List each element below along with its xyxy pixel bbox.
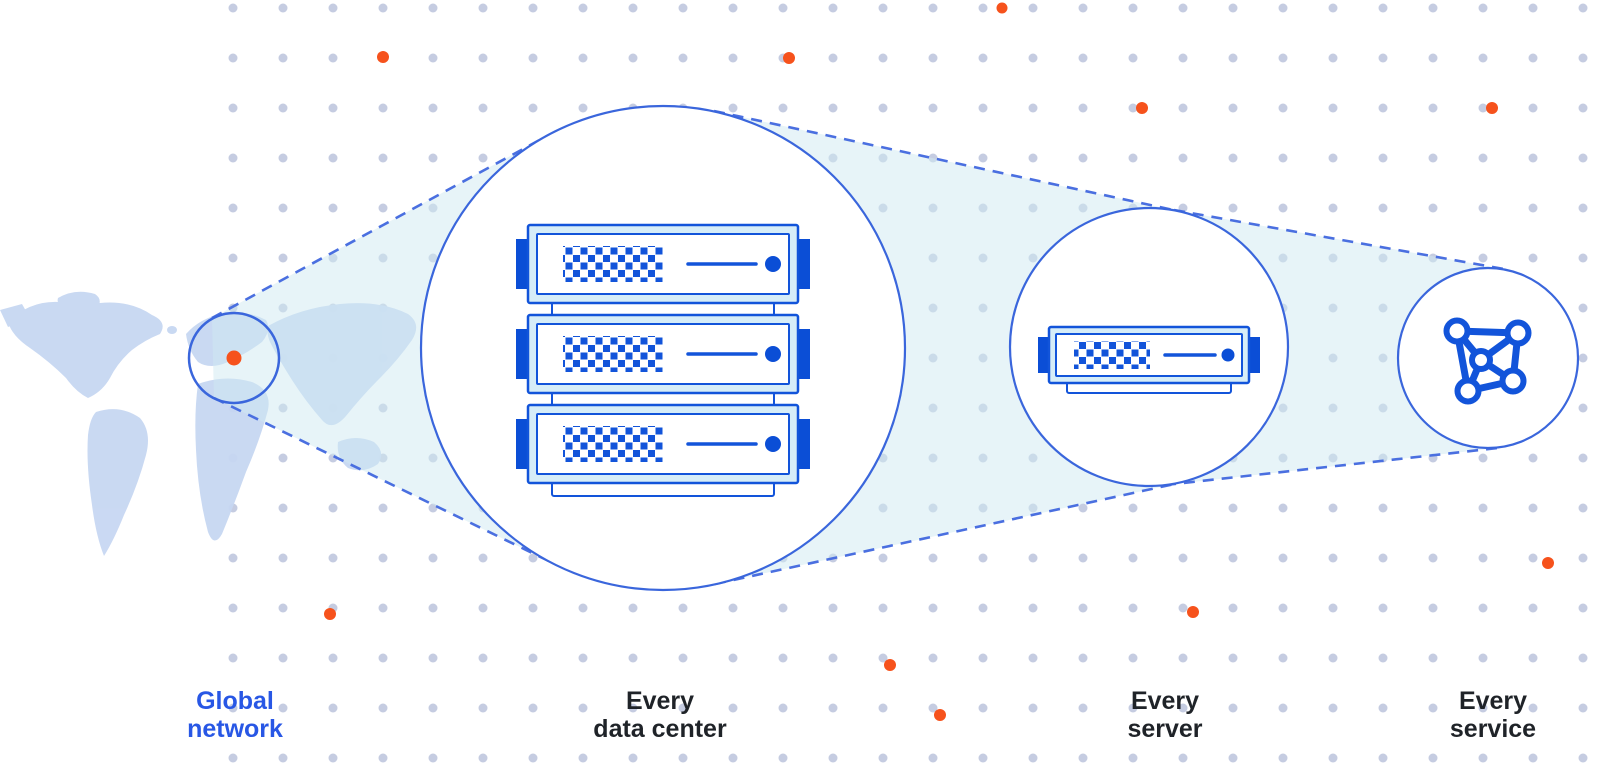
- global-network-label-line1: Global: [196, 687, 274, 715]
- service-label-line1: Every: [1459, 687, 1527, 715]
- server-unit-3: [514, 403, 812, 485]
- map-greenland: [57, 291, 100, 313]
- server-label-line1: Every: [1131, 687, 1199, 715]
- global-network-circle: [187, 311, 281, 405]
- service-label-line2: service: [1450, 715, 1536, 743]
- data-center-circle: [419, 104, 907, 592]
- network-graph-icon: [1443, 317, 1532, 405]
- service-circle: [1396, 266, 1580, 450]
- graph-node: [1499, 367, 1527, 395]
- server-unit-1: [514, 223, 812, 305]
- graph-center-node: [1469, 348, 1493, 372]
- map-north-america: [8, 298, 163, 398]
- map-south-america: [87, 409, 148, 556]
- map-africa: [195, 378, 269, 541]
- orange-accent-dots: [324, 2, 1554, 721]
- data-center-label-line2: data center: [593, 715, 727, 743]
- stage-labels: Global network Every data center Every s…: [187, 687, 1536, 743]
- location-dot: [226, 350, 242, 366]
- server-label-line2: server: [1127, 715, 1202, 743]
- server-unit-2: [514, 313, 812, 395]
- global-network-label-line2: network: [187, 715, 283, 743]
- server-unit: [1036, 325, 1262, 385]
- data-center-label-line1: Every: [626, 687, 694, 715]
- graph-node: [1443, 317, 1471, 345]
- server-rack-icon: [514, 223, 812, 497]
- server-icon: [1036, 325, 1262, 394]
- map-uk-island: [167, 326, 177, 334]
- server-circle: [1008, 206, 1290, 488]
- graph-node: [1454, 377, 1482, 405]
- map-alaska: [0, 304, 30, 327]
- graph-node: [1504, 319, 1532, 347]
- world-map-location-ring-icon: [187, 311, 281, 405]
